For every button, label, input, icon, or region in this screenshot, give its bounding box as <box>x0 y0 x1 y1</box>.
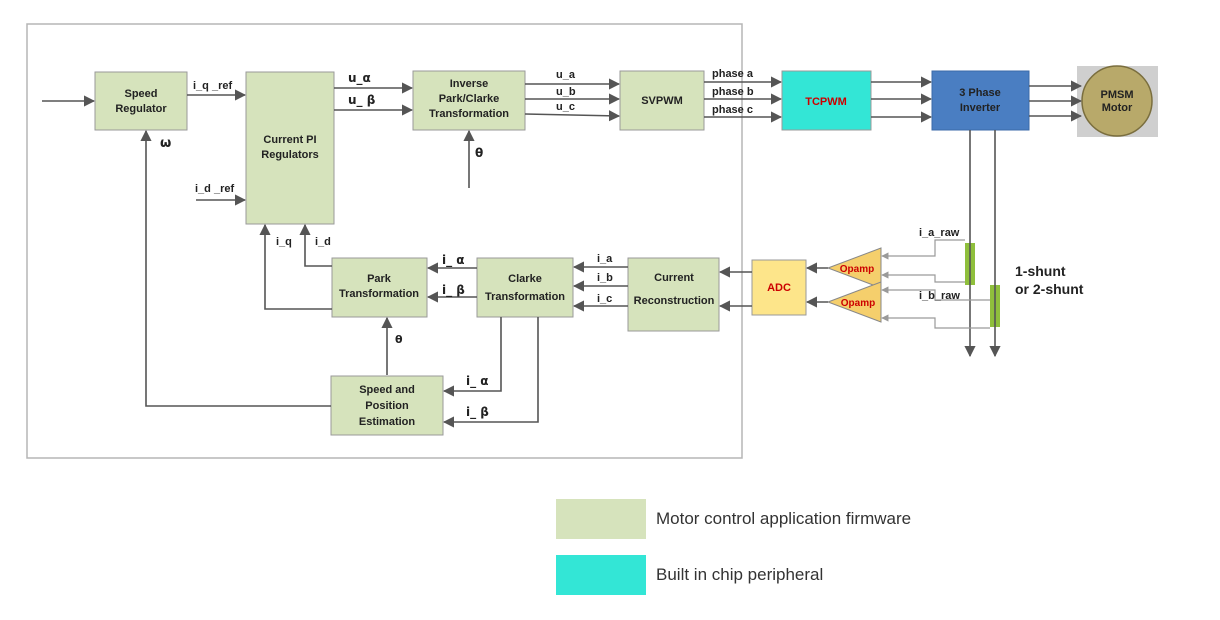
label-theta-top: θ <box>475 146 483 160</box>
label-u-beta: u_ β <box>348 93 376 108</box>
block-3-phase-inverter: 3 Phase Inverter <box>931 70 1030 131</box>
clarke-line-2: Transformation <box>485 291 565 303</box>
speed-regulator-line-2: Regulator <box>115 103 167 115</box>
legend-item-peripheral: Built in chip peripheral <box>556 554 911 596</box>
block-svpwm: SVPWM <box>619 70 705 131</box>
inverse-park-line-1: Inverse <box>450 78 489 90</box>
block-speed-position-estimation: Speed and Position Estimation <box>330 375 444 436</box>
inverter-line-1: 3 Phase <box>959 87 1001 99</box>
legend: Motor control application firmware Built… <box>556 498 911 610</box>
label-i-beta-est: i_ β <box>466 405 489 420</box>
label-theta-mid: θ <box>395 333 403 346</box>
label-i-q: i_q <box>276 236 292 248</box>
current-recon-line-1: Current <box>654 272 694 284</box>
opamp-b-label: Opamp <box>841 298 875 309</box>
label-phase-c: phase c <box>712 104 753 116</box>
clarke-line-1: Clarke <box>508 273 542 285</box>
label-shunt-1: 1-shunt <box>1015 263 1066 279</box>
block-tcpwm: TCPWM <box>781 70 872 131</box>
block-clarke-transformation: Clarke Transformation <box>476 257 574 318</box>
inverse-park-line-3: Transformation <box>429 108 509 120</box>
block-inverse-park-clarke: Inverse Park/Clarke Transformation <box>412 70 526 131</box>
inverter-line-2: Inverter <box>960 102 1001 114</box>
motor-line-1: PMSM <box>1101 89 1134 101</box>
label-id-ref: i_d _ref <box>195 183 234 195</box>
label-i-beta-park: i_ β <box>442 283 465 298</box>
speed-pos-line-3: Estimation <box>359 416 416 428</box>
block-opamp-a: Opamp <box>826 247 882 289</box>
opamp-a-label: Opamp <box>840 264 874 275</box>
current-recon-line-2: Reconstruction <box>634 295 715 307</box>
current-pi-line-1: Current PI <box>263 134 316 146</box>
block-speed-regulator: Speed Regulator <box>94 71 188 131</box>
label-omega: ω <box>160 136 171 151</box>
legend-item-firmware: Motor control application firmware <box>556 498 911 540</box>
block-opamp-b: Opamp <box>826 281 882 323</box>
label-i-c: i_c <box>597 293 612 305</box>
firmware-boundary-frame <box>26 23 743 459</box>
label-i-b-raw: i_b_raw <box>919 290 960 302</box>
legend-label-peripheral: Built in chip peripheral <box>656 565 824 584</box>
block-adc: ADC <box>751 259 807 316</box>
label-iq-ref: i_q _ref <box>193 80 232 92</box>
svpwm-label: SVPWM <box>641 95 683 107</box>
label-i-a: i_a <box>597 253 613 265</box>
label-u-b: u_b <box>556 86 576 98</box>
label-phase-a: phase a <box>712 68 754 80</box>
legend-swatch-firmware <box>556 499 646 539</box>
current-pi-line-2: Regulators <box>261 149 318 161</box>
speed-regulator-line-1: Speed <box>124 88 157 100</box>
label-u-a: u_a <box>556 69 576 81</box>
label-shunt-2: or 2-shunt <box>1015 281 1084 297</box>
label-i-b: i_b <box>597 272 613 284</box>
block-current-reconstruction: Current Reconstruction <box>627 257 720 332</box>
label-phase-b: phase b <box>712 86 754 98</box>
tcpwm-label: TCPWM <box>805 96 847 108</box>
inverse-park-line-2: Park/Clarke <box>439 93 500 105</box>
label-i-alpha-est: i_ α <box>466 374 489 389</box>
label-u-c: u_c <box>556 101 575 113</box>
label-i-a-raw: i_a_raw <box>919 227 960 239</box>
speed-pos-line-1: Speed and <box>359 384 415 396</box>
label-i-d: i_d <box>315 236 331 248</box>
legend-swatch-peripheral <box>556 555 646 595</box>
motor-line-2: Motor <box>1102 102 1133 114</box>
block-current-pi-regulators: Current PI Regulators <box>245 71 335 225</box>
park-line-2: Transformation <box>339 288 419 300</box>
speed-pos-line-2: Position <box>365 400 409 412</box>
legend-label-firmware: Motor control application firmware <box>656 509 912 528</box>
label-i-alpha-park: i_ α <box>442 253 465 268</box>
label-u-alpha: u_α <box>348 71 371 86</box>
block-pmsm-motor: PMSM Motor <box>1077 65 1158 137</box>
wires <box>42 76 1083 428</box>
block-park-transformation: Park Transformation <box>331 257 428 318</box>
park-line-1: Park <box>367 273 392 285</box>
adc-label: ADC <box>767 282 791 294</box>
